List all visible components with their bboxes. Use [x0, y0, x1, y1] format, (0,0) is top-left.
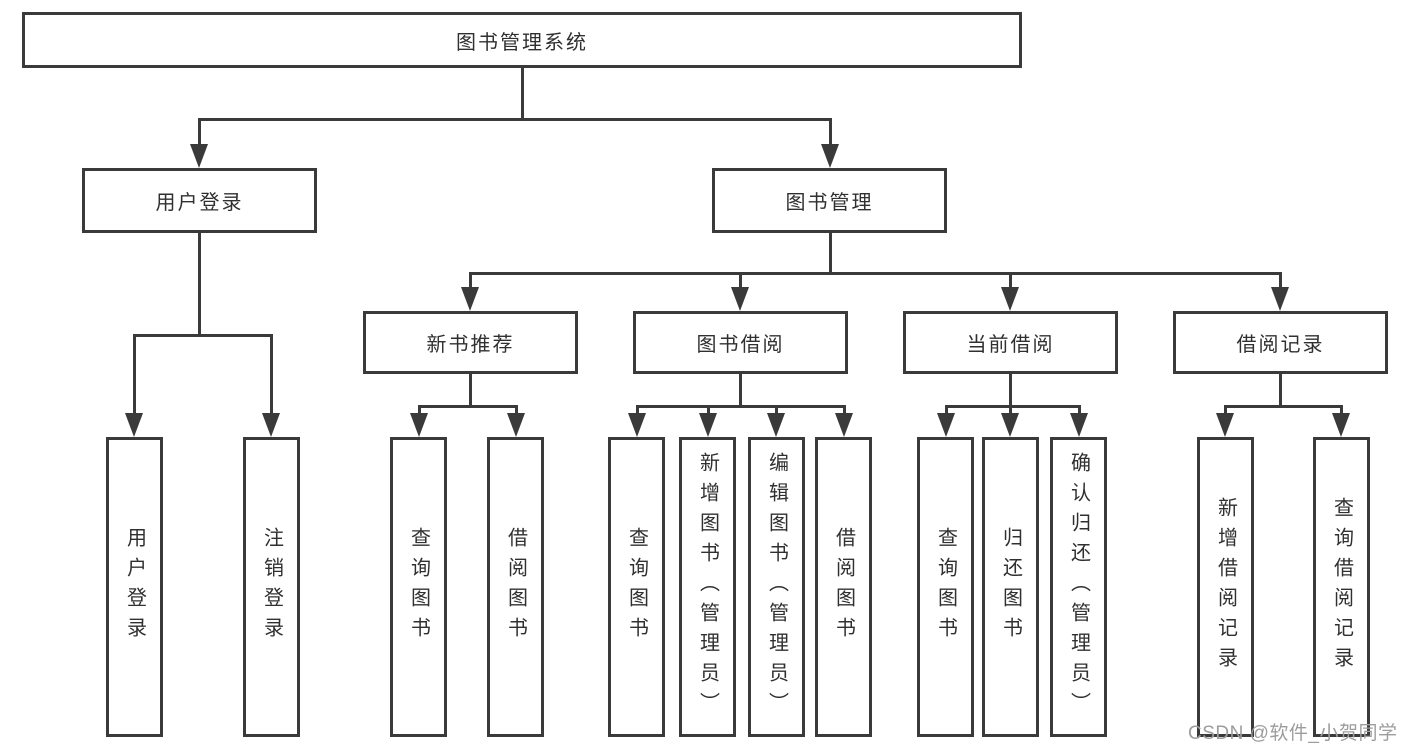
arrow-down-icon [835, 413, 853, 437]
connector-line [198, 118, 832, 121]
connector-line [469, 272, 1282, 275]
connector-line [133, 334, 136, 418]
leaf-logout: 注销登录 [243, 437, 300, 737]
arrow-down-icon [1332, 413, 1350, 437]
connector-line [1279, 272, 1282, 291]
connector-line [843, 405, 846, 418]
node-book-management: 图书管理 [712, 168, 947, 233]
leaf-query-borrow-record: 查询借阅记录 [1313, 437, 1370, 737]
connector-line [1224, 405, 1343, 408]
leaf-query-books-recommend: 查询图书 [390, 437, 447, 737]
connector-line [739, 272, 742, 291]
leaf-borrow-books: 借阅图书 [815, 437, 872, 737]
connector-line [829, 118, 832, 148]
leaf-add-borrow-record: 新增借阅记录 [1197, 437, 1254, 737]
leaf-query-books-borrow: 查询图书 [608, 437, 665, 737]
leaf-user-login: 用户登录 [106, 437, 163, 737]
leaf-return-books: 归还图书 [982, 437, 1039, 737]
connector-line [270, 334, 273, 418]
node-user-login: 用户登录 [82, 168, 317, 233]
leaf-borrow-books-recommend: 借阅图书 [487, 437, 544, 737]
arrow-down-icon [628, 413, 646, 437]
node-new-book-recommend: 新书推荐 [363, 311, 578, 374]
connector-line [198, 230, 201, 337]
leaf-add-books-admin: 新增图书（管理员） [679, 437, 736, 737]
arrow-down-icon [937, 413, 955, 437]
leaf-confirm-return-admin: 确认归还（管理员） [1050, 437, 1107, 737]
connector-line [418, 405, 518, 408]
connector-line [521, 65, 524, 121]
connector-line [829, 230, 832, 275]
connector-line [198, 118, 201, 148]
connector-line [418, 405, 421, 418]
arrow-down-icon [262, 413, 280, 437]
connector-line [775, 405, 778, 418]
arrow-down-icon [821, 144, 839, 168]
arrow-down-icon [1070, 413, 1088, 437]
node-library-system: 图书管理系统 [22, 12, 1022, 68]
arrow-down-icon [125, 413, 143, 437]
node-current-borrowing: 当前借阅 [903, 311, 1118, 374]
connector-line [636, 405, 639, 418]
arrow-down-icon [461, 287, 479, 311]
connector-line [1009, 371, 1012, 408]
arrow-down-icon [1271, 287, 1289, 311]
arrow-down-icon [731, 287, 749, 311]
arrow-down-icon [699, 413, 717, 437]
leaf-edit-books-admin: 编辑图书（管理员） [748, 437, 805, 737]
connector-line [1224, 405, 1227, 418]
arrow-down-icon [767, 413, 785, 437]
connector-line [1340, 405, 1343, 418]
connector-line [1009, 272, 1012, 291]
leaf-query-books-current: 查询图书 [917, 437, 974, 737]
arrow-down-icon [1001, 413, 1019, 437]
node-book-borrowing: 图书借阅 [633, 311, 848, 374]
connector-line [636, 405, 846, 408]
connector-line [1279, 371, 1282, 408]
csdn-watermark: CSDN @软件_小贺同学 [1188, 723, 1398, 744]
arrow-down-icon [410, 413, 428, 437]
connector-line [133, 334, 273, 337]
connector-line [469, 272, 472, 291]
arrow-down-icon [507, 413, 525, 437]
arrow-down-icon [1216, 413, 1234, 437]
connector-line [1009, 405, 1012, 418]
node-borrowing-records: 借阅记录 [1173, 311, 1388, 374]
connector-line [945, 405, 948, 418]
connector-line [1078, 405, 1081, 418]
connector-line [469, 371, 472, 408]
connector-line [515, 405, 518, 418]
connector-line [739, 371, 742, 408]
connector-line [945, 405, 1081, 408]
arrow-down-icon [190, 144, 208, 168]
arrow-down-icon [1001, 287, 1019, 311]
connector-line [707, 405, 710, 418]
